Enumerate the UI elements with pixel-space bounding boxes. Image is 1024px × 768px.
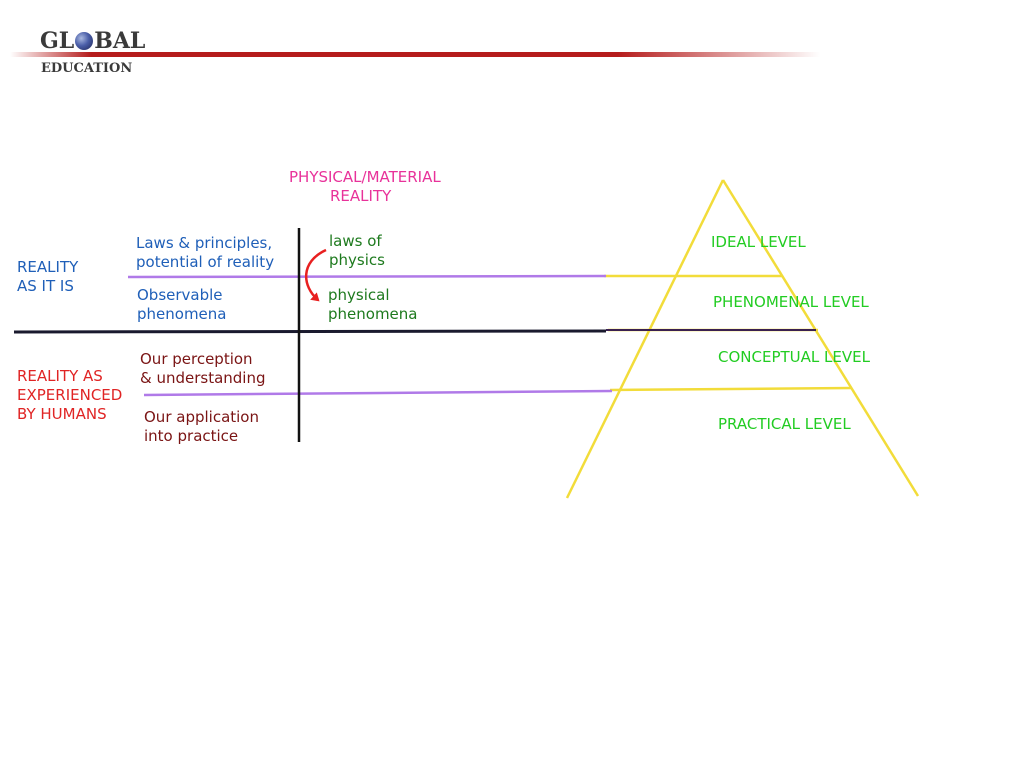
cell-application-line-1: Our application	[144, 408, 259, 426]
label-reality-experienced-line-2: EXPERIENCED	[17, 386, 123, 404]
logo: GL BAL	[40, 28, 145, 54]
column-heading-line-1: PHYSICAL/MATERIAL	[289, 168, 441, 186]
logo-text-end: BAL	[94, 28, 146, 54]
cell-laws-principles-line-2: potential of reality	[136, 253, 275, 271]
level-phenomenal: PHENOMENAL LEVEL	[713, 293, 869, 311]
logo-subtitle: EDUCATION	[41, 61, 133, 76]
cell-observable-line-1: Observable	[137, 286, 223, 304]
cell-perception-line-2: & understanding	[140, 369, 266, 387]
label-reality-experienced-line-3: BY HUMANS	[17, 405, 107, 423]
label-reality-experienced-line-1: REALITY AS	[17, 367, 103, 385]
level-conceptual: CONCEPTUAL LEVEL	[718, 348, 870, 366]
globe-icon	[75, 32, 94, 50]
upper-divider-line	[127, 274, 607, 279]
header-rule	[10, 52, 820, 57]
cell-laws-of-physics-line-2: physics	[329, 251, 385, 269]
cell-laws-of-physics-line-1: laws of	[329, 232, 382, 250]
main-horizontal-axis	[13, 329, 607, 334]
curved-arrow	[304, 248, 327, 302]
cell-application-line-2: into practice	[144, 427, 239, 445]
cell-observable-line-2: phenomena	[137, 305, 227, 323]
cell-physical-phenomena-line-2: phenomena	[328, 305, 418, 323]
pyramid-left-edge	[565, 179, 725, 499]
pyramid-level-line-3	[609, 386, 853, 392]
level-practical: PRACTICAL LEVEL	[718, 415, 851, 433]
cell-perception-line-1: Our perception	[140, 350, 253, 368]
cell-laws-principles-line-1: Laws & principles,	[136, 234, 273, 252]
label-reality-as-it-is-line-1: REALITY	[17, 258, 79, 276]
level-ideal: IDEAL LEVEL	[711, 233, 806, 251]
label-reality-as-it-is-line-2: AS IT IS	[17, 277, 74, 295]
logo-text-start: GL	[40, 28, 75, 54]
pyramid-right-edge	[721, 179, 920, 497]
column-heading-line-2: REALITY	[330, 187, 392, 205]
lower-divider-line	[143, 389, 613, 397]
cell-physical-phenomena-line-1: physical	[328, 286, 390, 304]
